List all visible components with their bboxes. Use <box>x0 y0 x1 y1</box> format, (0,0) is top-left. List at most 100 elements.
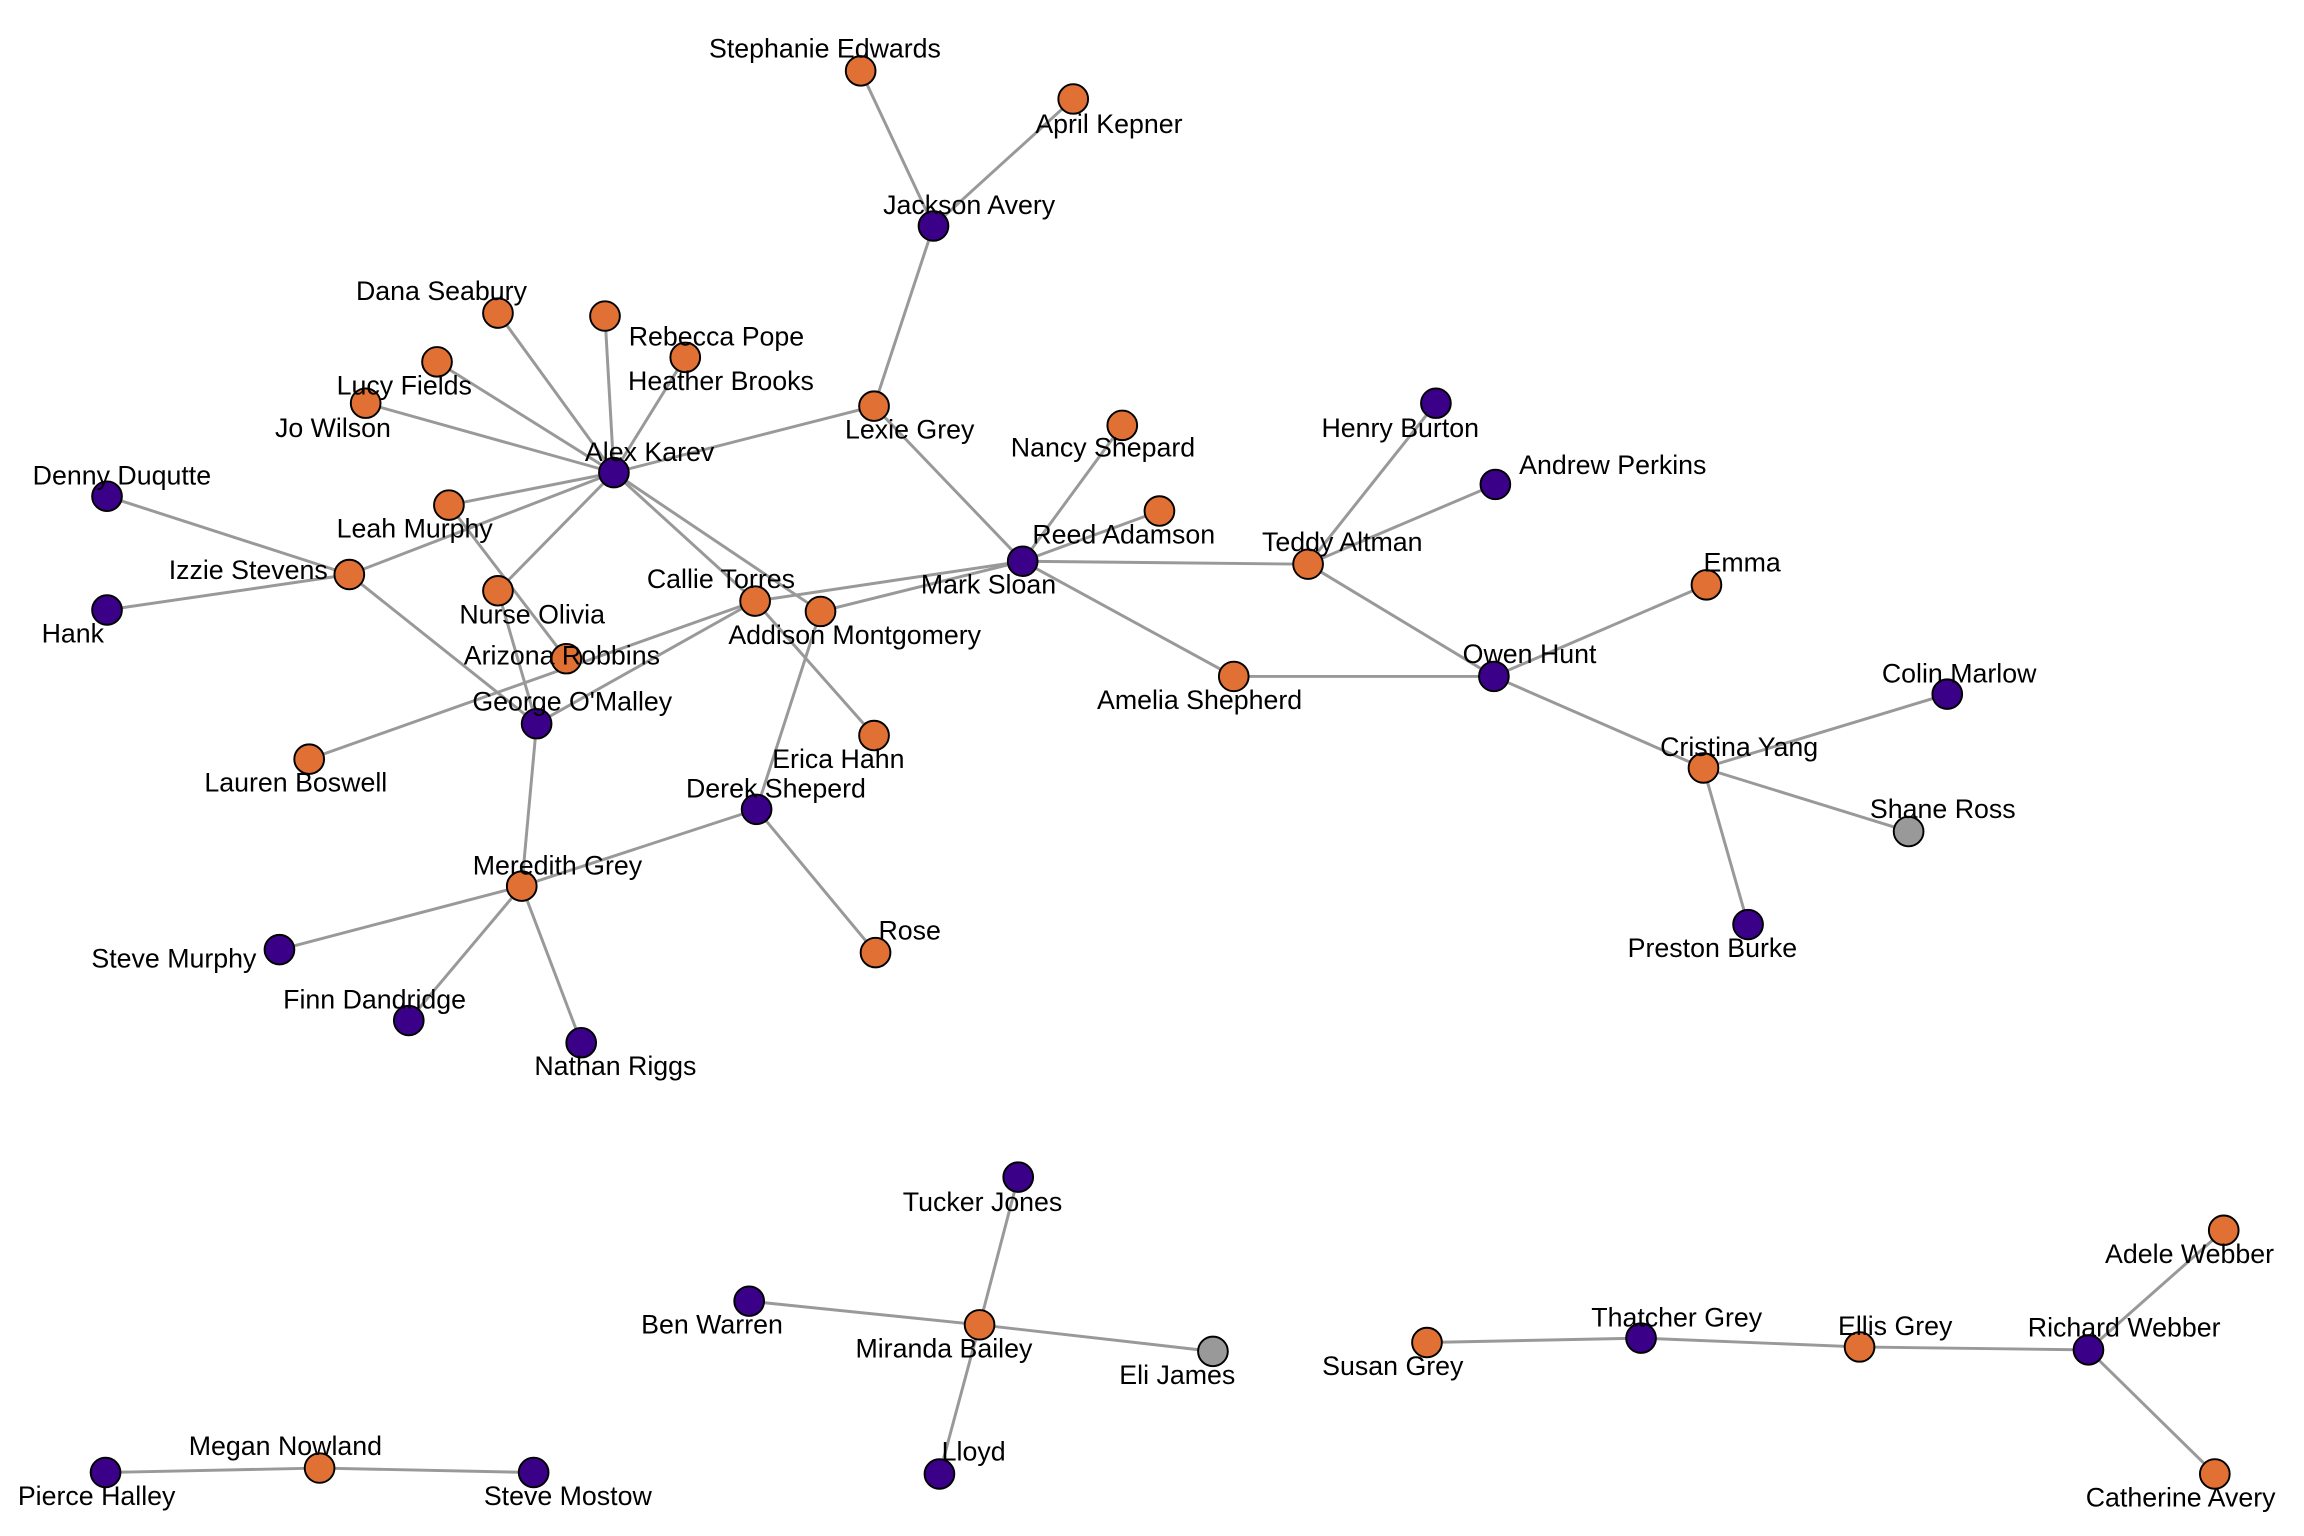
node-leah-murphy[interactable] <box>433 489 465 521</box>
node-mark-sloan[interactable] <box>1006 545 1039 577</box>
edge-cristina-yang-to-colin-marlow <box>1703 692 1948 770</box>
node-amelia-shepherd[interactable] <box>1217 660 1250 693</box>
node-reed-adamson[interactable] <box>1143 495 1176 527</box>
edge-miranda-bailey-to-lloyd <box>938 1324 982 1475</box>
node-label-steve-murphy: Steve Murphy <box>91 943 257 973</box>
node-lauren-boswell[interactable] <box>293 743 326 775</box>
node-henry-burton[interactable] <box>1420 387 1452 419</box>
node-april-kepner[interactable] <box>1057 83 1090 115</box>
node-callie-torres[interactable] <box>739 585 771 617</box>
edge-alex-karev-to-leah-murphy <box>448 471 615 507</box>
node-label-catherine-avery: Catherine Avery <box>2086 1483 2276 1513</box>
edge-alex-karev-to-lucy-fields <box>436 360 615 474</box>
node-alex-karev[interactable] <box>598 456 630 489</box>
node-megan-nowland[interactable] <box>303 1452 336 1484</box>
node-rebecca-pope[interactable] <box>589 300 621 332</box>
node-stephanie-edwards[interactable] <box>844 55 877 87</box>
node-ellis-grey[interactable] <box>1843 1331 1876 1363</box>
edge-george-omalley-to-meredith-grey <box>520 723 539 887</box>
node-jo-wilson[interactable] <box>349 387 382 419</box>
edge-meredith-grey-to-nathan-riggs <box>520 885 583 1044</box>
edge-callie-torres-to-erica-hahn <box>754 600 876 737</box>
node-nathan-riggs[interactable] <box>565 1026 598 1059</box>
node-lloyd[interactable] <box>923 1458 956 1490</box>
node-arizona-robbins[interactable] <box>550 642 583 675</box>
edge-april-kepner-to-jackson-avery <box>932 97 1075 228</box>
edge-owen-hunt-to-emma <box>1493 583 1708 678</box>
node-colin-marlow[interactable] <box>1931 678 1964 710</box>
edge-miranda-bailey-to-ben-warren <box>749 1299 980 1327</box>
node-label-mark-sloan: Mark Sloan <box>921 570 1056 600</box>
edge-stephanie-edwards-to-jackson-avery <box>859 70 935 227</box>
edge-derek-sheperd-to-rose <box>755 808 877 954</box>
node-dana-seabury[interactable] <box>482 297 514 329</box>
node-label-colin-marlow: Colin Marlow <box>1882 658 2037 688</box>
node-cristina-yang[interactable] <box>1687 752 1720 784</box>
node-adele-webber[interactable] <box>2207 1214 2240 1247</box>
node-label-april-kepner: April Kepner <box>1035 109 1182 139</box>
node-emma[interactable] <box>1690 569 1723 601</box>
node-jackson-avery[interactable] <box>917 210 950 242</box>
node-label-reed-adamson: Reed Adamson <box>1032 520 1215 550</box>
edge-alex-karev-to-rebecca-pope <box>603 315 616 473</box>
node-label-amelia-shepherd: Amelia Shepherd <box>1097 685 1302 715</box>
node-eli-james[interactable] <box>1197 1335 1229 1368</box>
node-izzie-stevens[interactable] <box>333 558 366 591</box>
node-hank[interactable] <box>91 594 123 626</box>
node-addison-montgomery[interactable] <box>804 595 837 628</box>
node-label-steve-mostow: Steve Mostow <box>484 1481 653 1511</box>
node-catherine-avery[interactable] <box>2198 1458 2231 1490</box>
node-tucker-jones[interactable] <box>1002 1161 1035 1193</box>
node-label-emma: Emma <box>1703 548 1780 578</box>
node-label-rose: Rose <box>878 915 940 945</box>
node-pierce-halley[interactable] <box>89 1456 122 1489</box>
node-label-henry-burton: Henry Burton <box>1321 413 1479 443</box>
node-steve-murphy[interactable] <box>263 933 296 966</box>
node-susan-grey[interactable] <box>1411 1326 1443 1359</box>
edge-susan-grey-to-thatcher-grey <box>1426 1336 1642 1344</box>
node-finn-dandridge[interactable] <box>392 1004 425 1037</box>
node-owen-hunt[interactable] <box>1478 660 1510 693</box>
node-denny-duqutte[interactable] <box>91 480 123 512</box>
node-preston-burke[interactable] <box>1732 908 1764 941</box>
edge-izzie-stevens-to-denny-duqutte <box>106 494 350 576</box>
node-label-nurse-olivia: Nurse Olivia <box>459 599 605 629</box>
node-lexie-grey[interactable] <box>858 390 890 422</box>
node-heather-brooks[interactable] <box>669 341 702 374</box>
node-label-finn-dandridge: Finn Dandridge <box>283 985 466 1015</box>
edge-alex-karev-to-addison-montgomery <box>613 471 822 613</box>
node-nancy-shepard[interactable] <box>1106 409 1139 442</box>
node-rose[interactable] <box>859 936 892 969</box>
edge-addison-montgomery-to-mark-sloan <box>820 559 1024 613</box>
node-erica-hahn[interactable] <box>858 719 890 752</box>
node-label-lexie-grey: Lexie Grey <box>845 415 975 445</box>
edge-izzie-stevens-to-george-omalley <box>348 573 538 725</box>
node-richard-webber[interactable] <box>2072 1334 2105 1366</box>
node-label-shane-ross: Shane Ross <box>1870 794 2016 824</box>
node-george-omalley[interactable] <box>520 707 553 740</box>
node-meredith-grey[interactable] <box>505 870 538 902</box>
node-thatcher-grey[interactable] <box>1625 1322 1657 1354</box>
node-lucy-fields[interactable] <box>421 346 453 378</box>
node-steve-mostow[interactable] <box>517 1456 550 1489</box>
edge-callie-torres-to-lauren-boswell <box>308 599 756 761</box>
edge-teddy-altman-to-andrew-perkins <box>1307 483 1496 566</box>
node-ben-warren[interactable] <box>733 1285 766 1317</box>
edge-alex-karev-to-izzie-stevens <box>348 471 615 576</box>
edge-callie-torres-to-george-omalley <box>535 599 756 725</box>
edge-alex-karev-to-heather-brooks <box>612 356 687 474</box>
node-shane-ross[interactable] <box>1892 815 1925 848</box>
node-label-lloyd: Lloyd <box>942 1437 1006 1467</box>
edge-ellis-grey-to-richard-webber <box>1859 1345 2089 1352</box>
node-label-nancy-shepard: Nancy Shepard <box>1011 432 1195 462</box>
node-label-heather-brooks: Heather Brooks <box>628 366 814 396</box>
node-miranda-bailey[interactable] <box>963 1309 996 1341</box>
node-label-rebecca-pope: Rebecca Pope <box>629 322 804 352</box>
node-andrew-perkins[interactable] <box>1479 468 1512 501</box>
node-teddy-altman[interactable] <box>1292 548 1324 580</box>
node-nurse-olivia[interactable] <box>482 575 514 607</box>
edge-alex-karev-to-dana-seabury <box>496 312 616 474</box>
edge-owen-hunt-to-cristina-yang <box>1493 675 1705 770</box>
node-derek-sheperd[interactable] <box>740 793 773 826</box>
edge-izzie-stevens-to-hank <box>106 573 350 612</box>
